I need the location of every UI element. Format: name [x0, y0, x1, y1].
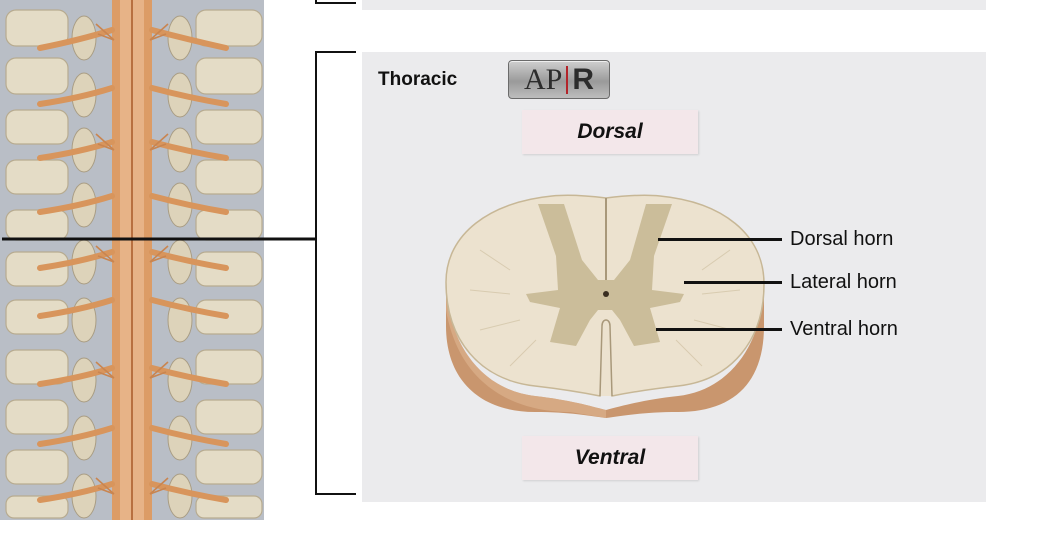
region-bracket [2, 0, 356, 495]
ventral-label: Ventral [522, 436, 698, 480]
top-bracket-fragment [315, 0, 356, 4]
gray-matter [526, 204, 684, 346]
cervical-panel-fragment [362, 0, 986, 10]
leader-dorsal-horn [658, 238, 782, 241]
callout-ventral-horn: Ventral horn [790, 318, 898, 340]
callout-lateral-horn: Lateral horn [790, 271, 897, 293]
callout-dorsal-horn: Dorsal horn [790, 228, 894, 250]
leader-ventral-horn [656, 328, 782, 331]
thoracic-bracket [315, 51, 356, 495]
apr-badge[interactable]: AP R [508, 60, 610, 99]
central-canal [603, 291, 609, 297]
dorsal-label: Dorsal [522, 110, 698, 154]
apr-badge-left: AP [523, 62, 563, 96]
apr-badge-divider [566, 65, 569, 94]
vertebrae [5, 9, 263, 519]
spinal-cord-cross-section [445, 194, 765, 418]
nerve-rootlets [95, 23, 169, 495]
apr-badge-right: R [572, 62, 595, 96]
region-label: Thoracic [378, 69, 458, 90]
leader-lateral-horn [684, 281, 782, 284]
spinal-column-illustration [0, 0, 264, 520]
ventral-median-fissure [599, 319, 613, 397]
